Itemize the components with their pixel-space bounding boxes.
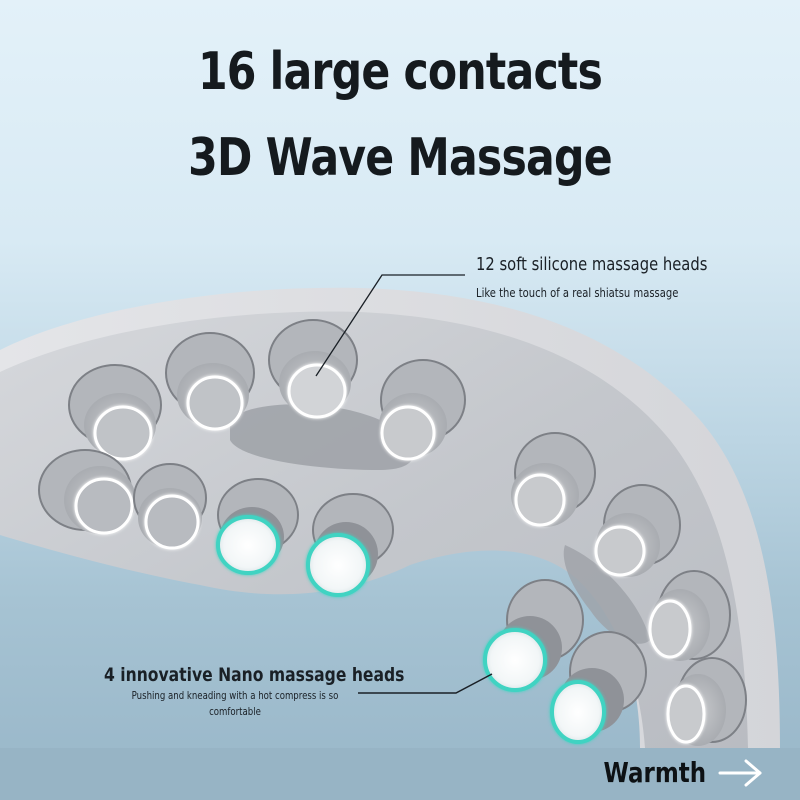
callout-leader-line-1 [315, 274, 465, 377]
callout-silicone-title: 12 soft silicone massage heads [476, 254, 708, 275]
callout-leader-line-2 [358, 673, 493, 694]
silicone-heads [38, 319, 747, 746]
callout-nano-subtitle: Pushing and kneading with a hot compress… [131, 689, 339, 718]
next-warmth-link[interactable]: Warmth [581, 756, 764, 789]
callout-silicone-subtitle: Like the touch of a real shiatsu massage [476, 285, 679, 300]
headline-line-1: 16 large contacts [197, 42, 603, 102]
nano-heads [216, 478, 647, 744]
bottom-bar [0, 748, 800, 800]
warmth-label: Warmth [603, 756, 706, 789]
arrow-right-icon [718, 759, 762, 786]
callout-nano-title: 4 innovative Nano massage heads [104, 664, 405, 686]
headline-line-2: 3D Wave Massage [188, 128, 612, 188]
